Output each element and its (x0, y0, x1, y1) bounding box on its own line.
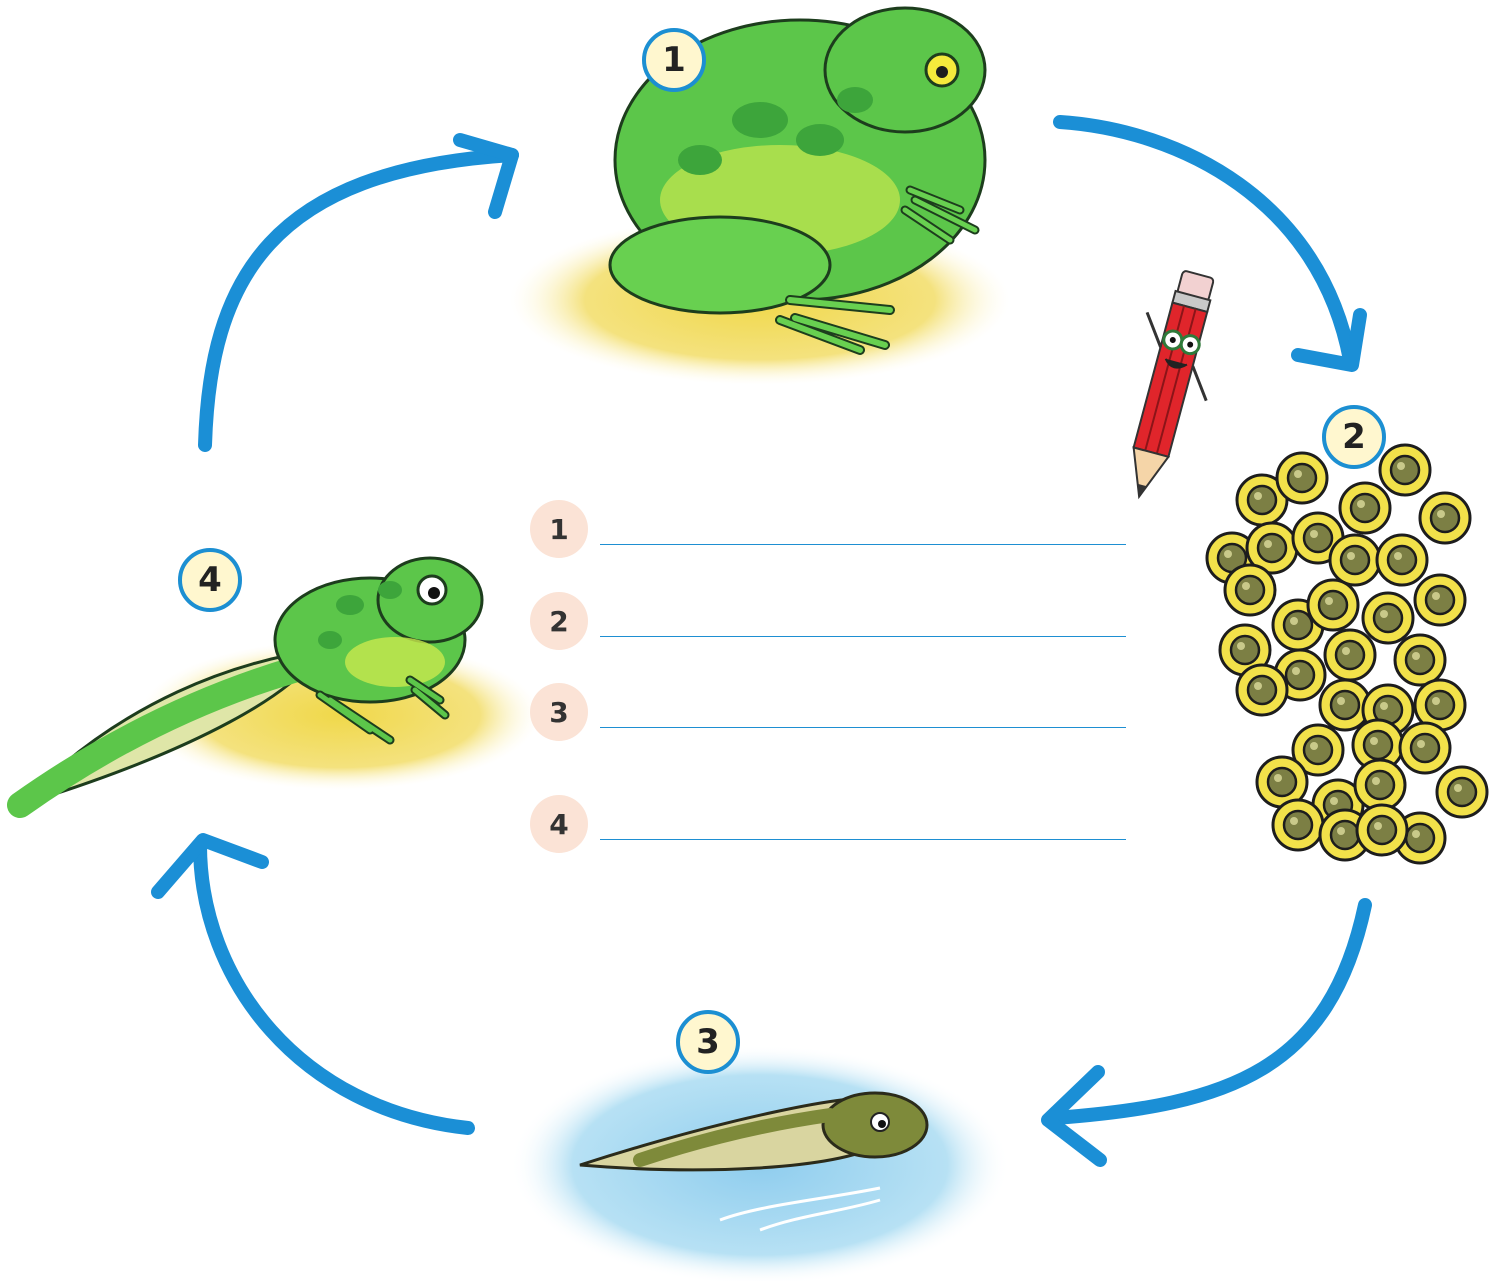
egg-highlight (1237, 642, 1245, 650)
egg-highlight (1347, 552, 1355, 560)
answer-line-3[interactable] (600, 727, 1126, 730)
egg-highlight (1294, 470, 1302, 478)
egg-embryo (1446, 776, 1478, 808)
egg-embryo (1302, 734, 1334, 766)
pencil-mascot-icon (1132, 270, 1215, 500)
tadpole-icon (510, 1045, 1010, 1281)
egg-highlight (1412, 830, 1420, 838)
egg-highlight (1357, 500, 1365, 508)
egg-highlight (1432, 592, 1440, 600)
egg-highlight (1242, 582, 1250, 590)
egg-embryo (1364, 769, 1396, 801)
egg-highlight (1412, 652, 1420, 660)
egg-highlight (1310, 530, 1318, 538)
egg-highlight (1394, 552, 1402, 560)
egg-highlight (1290, 617, 1298, 625)
egg-embryo (1282, 609, 1314, 641)
egg-highlight (1290, 817, 1298, 825)
egg-embryo (1372, 602, 1404, 634)
stage-badge-1: 1 (642, 28, 706, 92)
egg-embryo (1282, 809, 1314, 841)
egg-highlight (1370, 737, 1378, 745)
egg-embryo (1429, 502, 1461, 534)
egg-embryo (1366, 814, 1398, 846)
row-number-4: 4 (530, 795, 588, 853)
egg-embryo (1229, 634, 1261, 666)
frogspawn-icon (1205, 443, 1489, 865)
egg-highlight (1380, 702, 1388, 710)
egg-highlight (1432, 697, 1440, 705)
egg-highlight (1310, 742, 1318, 750)
egg-highlight (1254, 492, 1262, 500)
answer-line-1[interactable] (600, 544, 1126, 547)
egg-highlight (1337, 697, 1345, 705)
egg-embryo (1404, 644, 1436, 676)
answer-row-2: 2 (530, 592, 1130, 652)
egg-embryo (1329, 689, 1361, 721)
egg-highlight (1372, 777, 1380, 785)
egg-highlight (1330, 797, 1338, 805)
answer-row-4: 4 (530, 795, 1130, 855)
egg-embryo (1386, 544, 1418, 576)
egg-highlight (1254, 682, 1262, 690)
row-number-2: 2 (530, 592, 588, 650)
answer-line-2[interactable] (600, 636, 1126, 639)
egg-highlight (1374, 822, 1382, 830)
answer-row-1: 1 (530, 500, 1130, 560)
egg-embryo (1409, 732, 1441, 764)
egg-highlight (1417, 740, 1425, 748)
frog-icon (510, 6, 1010, 385)
egg-embryo (1317, 589, 1349, 621)
egg-highlight (1454, 784, 1462, 792)
egg-embryo (1302, 522, 1334, 554)
egg-embryo (1329, 819, 1361, 851)
froglet-icon (7, 556, 540, 818)
row-number-1: 1 (530, 500, 588, 558)
egg-embryo (1349, 492, 1381, 524)
egg-embryo (1339, 544, 1371, 576)
egg-embryo (1246, 674, 1278, 706)
egg-highlight (1325, 597, 1333, 605)
cycle-arrow-icon (151, 115, 1372, 1167)
answer-row-3: 3 (530, 683, 1130, 743)
egg-embryo (1234, 574, 1266, 606)
egg-embryo (1362, 729, 1394, 761)
stage-badge-2: 2 (1322, 405, 1386, 469)
egg-embryo (1389, 454, 1421, 486)
egg-embryo (1256, 532, 1288, 564)
egg-embryo (1404, 822, 1436, 854)
egg-embryo (1286, 462, 1318, 494)
egg-highlight (1274, 774, 1282, 782)
egg-embryo (1266, 766, 1298, 798)
stage-badge-3: 3 (676, 1010, 740, 1074)
egg-embryo (1284, 659, 1316, 691)
egg-embryo (1424, 584, 1456, 616)
answer-line-4[interactable] (600, 839, 1126, 842)
egg-embryo (1334, 639, 1366, 671)
egg-highlight (1380, 610, 1388, 618)
egg-highlight (1437, 510, 1445, 518)
egg-embryo (1246, 484, 1278, 516)
egg-highlight (1397, 462, 1405, 470)
egg-embryo (1424, 689, 1456, 721)
egg-highlight (1342, 647, 1350, 655)
stage-badge-4: 4 (178, 548, 242, 612)
egg-highlight (1292, 667, 1300, 675)
egg-highlight (1337, 827, 1345, 835)
row-number-3: 3 (530, 683, 588, 741)
egg-highlight (1264, 540, 1272, 548)
egg-highlight (1224, 550, 1232, 558)
